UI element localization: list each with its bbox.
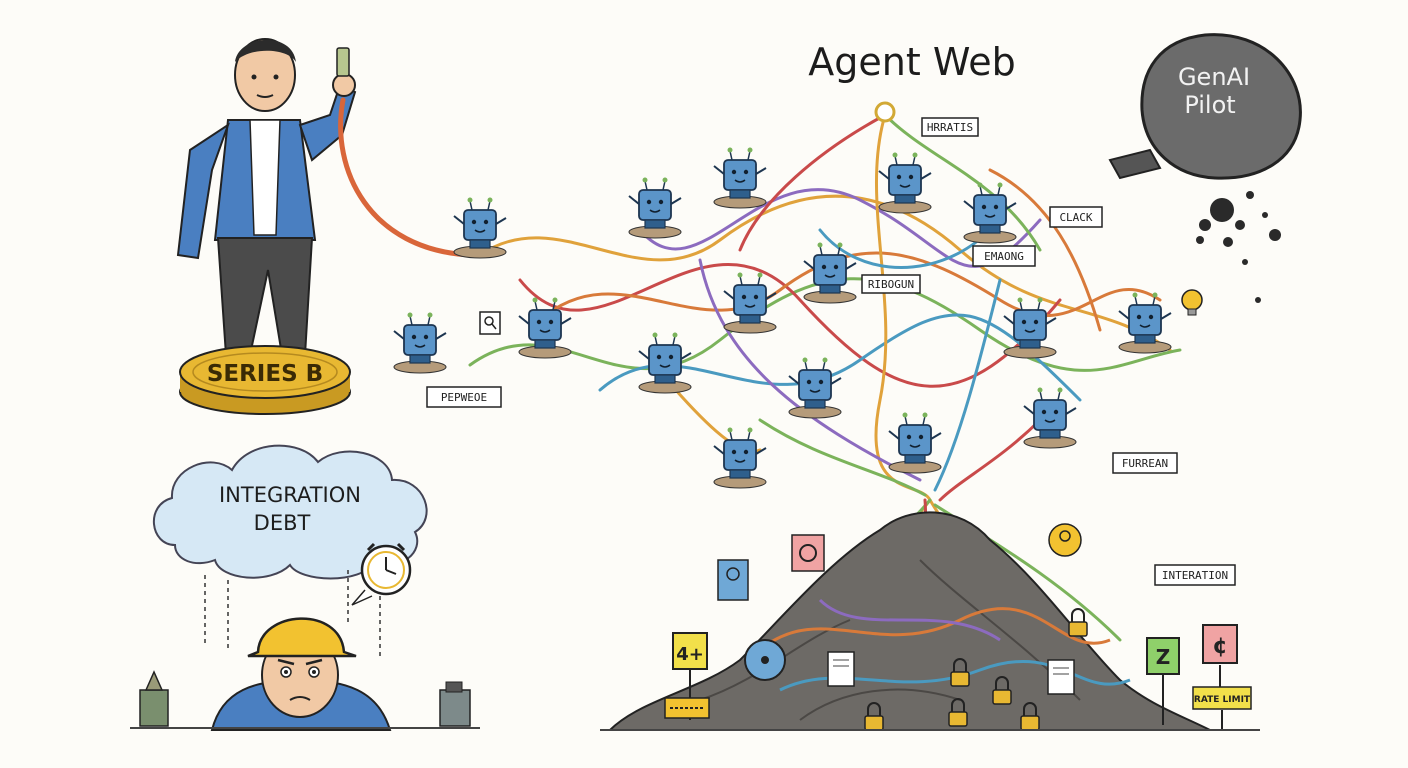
robot-agent <box>713 147 767 209</box>
ethernet-cable-icon <box>336 47 350 77</box>
small-server-right <box>439 681 471 727</box>
robot-agent <box>723 272 777 334</box>
tile-user <box>1048 523 1082 557</box>
tag-ribogun: RIBOGUN <box>861 274 921 294</box>
series-b-coin: SERIES B <box>179 345 351 415</box>
robot-agent <box>628 177 682 239</box>
tag-hrratis: HRRATIS <box>921 117 979 137</box>
compass-disk <box>744 639 786 681</box>
tag-emaong-label: EMAONG <box>984 250 1024 263</box>
document-icon-2 <box>1047 659 1075 695</box>
balloon-line-1: GenAI <box>1178 63 1250 91</box>
tag-furean: FURREAN <box>1112 452 1178 474</box>
coin-label: SERIES B <box>207 361 323 387</box>
tile-person <box>717 559 749 601</box>
ink-spatter <box>1196 191 1281 303</box>
cable-junction-ring <box>874 101 896 123</box>
tag-hrratis-label: HRRATIS <box>927 121 973 134</box>
lightbulb-icon <box>1181 289 1203 316</box>
robot-agent <box>888 412 942 474</box>
padlock-icon <box>950 658 970 687</box>
small-server-left <box>139 670 169 727</box>
robot-agent <box>1023 387 1077 449</box>
padlock-group <box>864 608 1088 731</box>
robot-agent <box>1003 297 1057 359</box>
businessman-figure <box>176 38 357 367</box>
padlock-icon <box>1020 702 1040 731</box>
sign-z: Z <box>1146 637 1180 725</box>
cloud-line-2: DEBT <box>254 511 311 535</box>
padlock-icon <box>948 698 968 727</box>
tag-pepweoe-label: PEPWEOE <box>441 391 487 404</box>
power-cable <box>338 97 473 258</box>
rate-limit-label: RATE LIMIT <box>1194 695 1251 705</box>
hard-hat-icon <box>247 617 357 658</box>
robot-agent <box>878 152 932 214</box>
genai-pilot-balloon: GenAI Pilot <box>1108 33 1302 180</box>
robot-agents <box>393 147 1172 489</box>
sign-cent: ¢ <box>1202 624 1238 690</box>
robot-agent <box>518 297 572 359</box>
tag-ribogun-label: RIBOGUN <box>868 278 914 291</box>
rain-lines <box>204 570 381 660</box>
worker-figure <box>210 617 392 731</box>
tag-emaong: EMAONG <box>972 245 1036 267</box>
integration-debt-cloud: INTEGRATION DEBT <box>153 444 428 580</box>
robot-agent <box>963 182 1017 244</box>
padlock-icon <box>992 676 1012 705</box>
tag-clack: CLACK <box>1049 206 1103 228</box>
robot-agent <box>713 427 767 489</box>
robot-agent <box>453 197 507 259</box>
rate-limit-sign: RATE LIMIT <box>1192 686 1252 730</box>
sign-cent-label: ¢ <box>1212 634 1227 659</box>
tag-furean-label: FURREAN <box>1122 457 1168 470</box>
tag-interation-label: INTERATION <box>1162 569 1228 582</box>
page-title: Agent Web <box>808 40 1015 84</box>
robot-agent <box>1118 292 1172 354</box>
balloon-line-2: Pilot <box>1184 91 1235 119</box>
robot-agent <box>638 332 692 394</box>
sign-four-plus-label: 4+ <box>676 644 704 665</box>
robot-agent <box>788 357 842 419</box>
tag-clack-label: CLACK <box>1059 211 1092 224</box>
alarm-clock-icon <box>351 542 412 606</box>
search-icon <box>479 311 501 335</box>
document-icon <box>827 651 855 687</box>
robot-agent <box>803 242 857 304</box>
tag-pepweoe: PEPWEOE <box>426 386 502 408</box>
cloud-line-1: INTEGRATION <box>219 483 361 507</box>
robot-agent <box>393 312 447 374</box>
sign-z-label: Z <box>1156 645 1171 669</box>
tile-link <box>791 534 825 572</box>
padlock-icon <box>1068 608 1088 637</box>
tag-interation: INTERATION <box>1154 564 1236 586</box>
warning-sign <box>664 697 710 719</box>
